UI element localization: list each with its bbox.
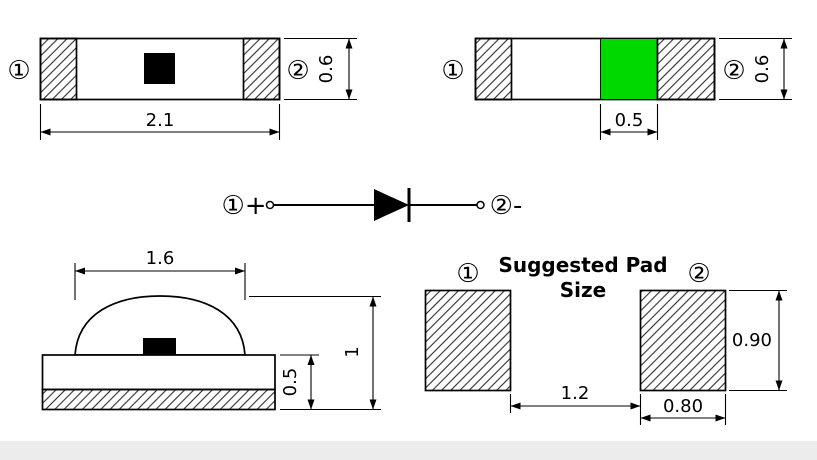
- terminal-1-hatch: [474, 37, 513, 101]
- pad-width-dim: 0.80: [663, 396, 703, 417]
- package-top-view: ① ② 2.1 0.6: [7, 37, 357, 140]
- pad-height-dim: 0.90: [732, 330, 772, 351]
- package-side-view: 1.6 0.5 1: [41, 248, 381, 411]
- mark-width-dim: 0.5: [615, 110, 644, 131]
- pin1-label: ①: [441, 56, 464, 86]
- total-height-dim: 1: [342, 346, 363, 357]
- body-height-dim: 0.6: [752, 55, 773, 84]
- pad1-label: ①: [456, 259, 479, 289]
- body-width-dim: 2.1: [146, 110, 175, 131]
- terminal-1-hatch: [39, 37, 78, 101]
- pin2-label: ②: [722, 56, 745, 86]
- pad1-hatch: [424, 289, 512, 392]
- circuit-symbol: ①+ ②-: [221, 188, 522, 222]
- package-base: [41, 354, 276, 391]
- terminal-2-hatch: [242, 37, 281, 101]
- anode-pin-label: ①+: [221, 191, 266, 221]
- pad2-hatch: [639, 289, 727, 392]
- led-chip: [143, 338, 176, 356]
- package-front-view: ① ② 0.5 0.6: [441, 37, 792, 140]
- pad-gap-dim: 1.2: [561, 383, 590, 404]
- electrode-strip-hatch: [41, 388, 276, 411]
- cathode-pin-label: ②-: [490, 191, 523, 221]
- suggested-pad-layout: Suggested Pad Size ① ② 1.2 0.80 0.90: [424, 253, 787, 425]
- base-height-dim: 0.5: [280, 368, 301, 397]
- anode-terminal: [265, 200, 275, 210]
- footer-bar: [0, 441, 817, 460]
- pin1-label: ①: [7, 56, 30, 86]
- body-height-dim: 0.6: [316, 55, 337, 84]
- pad-size-title-line2: Size: [560, 278, 606, 302]
- pin2-label: ②: [286, 56, 309, 86]
- led-chip: [144, 53, 175, 84]
- terminal-2-hatch: [656, 37, 716, 101]
- pad-size-title-line1: Suggested Pad: [498, 253, 667, 277]
- cathode-mark-green: [600, 38, 658, 100]
- lens-dome: [74, 295, 246, 356]
- cathode-terminal: [476, 200, 485, 210]
- diode-triangle: [374, 189, 409, 221]
- lens-width-dim: 1.6: [146, 248, 175, 269]
- pad2-label: ②: [687, 259, 710, 289]
